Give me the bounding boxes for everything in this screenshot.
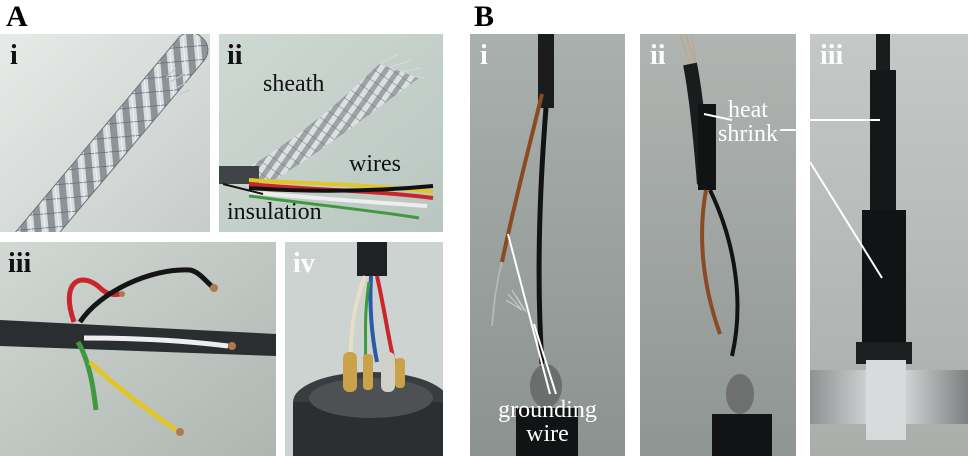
photo-b-ii-heat-shrink: ii heat shrink — [640, 34, 796, 456]
panel-a-iv-label: iv — [293, 248, 315, 279]
photo-b-i-grounding-wire: i grounding wire — [470, 34, 625, 456]
panel-b-i-label: i — [480, 40, 488, 71]
heat-shrink-label-shrink: shrink — [718, 121, 778, 147]
grounding-wire-label-line2: wire — [526, 421, 569, 447]
panel-a-i-label: i — [10, 40, 18, 71]
panel-b-letter: B — [474, 0, 495, 33]
panel-b-iii-label: iii — [820, 40, 844, 71]
insulation-label: insulation — [227, 199, 322, 225]
panel-a-letter: A — [6, 0, 28, 33]
wires-label: wires — [349, 151, 401, 177]
panel-b-ii-label: ii — [650, 40, 666, 71]
photo-a-iii-splayed-wires: iii — [0, 242, 276, 456]
grounding-wire-label-line1: grounding — [498, 397, 597, 423]
sheath-label: sheath — [263, 71, 325, 97]
photo-a-ii-cable-layers: ii sheath wires insulation — [219, 34, 443, 232]
panel-a-iii-label: iii — [8, 248, 32, 279]
photo-a-iv-connector-pins: iv — [285, 242, 443, 456]
photo-a-i-braided-sheath: i — [0, 34, 210, 232]
photo-b-iii-final-connector: iii — [810, 34, 968, 456]
heat-shrink-label-heat: heat — [728, 97, 768, 123]
panel-a-ii-label: ii — [227, 40, 243, 71]
